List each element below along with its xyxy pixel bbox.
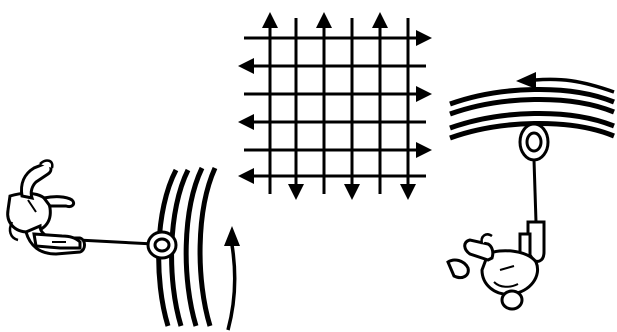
left-panel [8,161,240,330]
left-arrow-icon [224,226,240,330]
grid-arrow-left-icon [238,58,254,74]
grid-arrow-left-icon [238,114,254,130]
grid-arrow-down-icon [400,184,416,200]
grid-arrow-right-icon [416,142,432,158]
grid-arrow-right-icon [416,86,432,102]
right-panel [448,72,614,309]
grid-arrow-up-icon [372,12,388,28]
grid-arrow-right-icon [416,30,432,46]
left-operator [8,161,85,254]
left-rotary-machine [148,232,176,258]
grid-arrow-up-icon [262,12,278,28]
grid-arrow-down-icon [344,184,360,200]
left-handle [78,240,154,244]
right-handle [534,160,536,222]
right-operator [448,222,544,309]
grid-arrow-down-icon [288,184,304,200]
grid-arrow-left-icon [238,168,254,184]
right-rotary-machine [520,124,548,160]
grid-pattern [238,12,432,200]
grid-arrow-up-icon [316,12,332,28]
